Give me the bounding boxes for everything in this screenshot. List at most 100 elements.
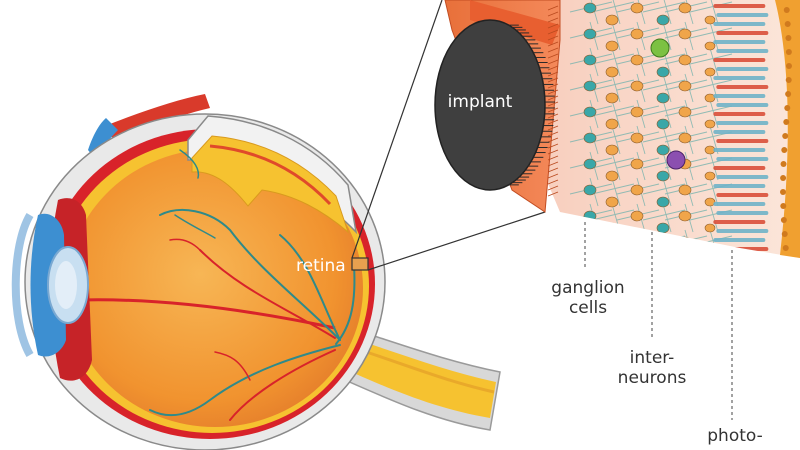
- neuron-cell: [656, 222, 670, 234]
- neuron-cell: [704, 67, 716, 77]
- neuron-cell: [678, 2, 692, 14]
- neuron-cell: [656, 196, 670, 208]
- neuron-cell: [656, 14, 670, 26]
- neuron-cell: [583, 80, 597, 92]
- neuron-cell: [678, 210, 692, 222]
- neuron-cell: [630, 28, 644, 40]
- neuron-cell: [605, 92, 619, 104]
- highlight-cell-green: [650, 38, 670, 58]
- label-leaders: [584, 222, 733, 420]
- neuron-cell: [656, 66, 670, 78]
- neuron-cell: [704, 171, 716, 181]
- photoreceptor-rod: [713, 184, 766, 188]
- neuron-cell: [583, 132, 597, 144]
- photoreceptor-rod: [716, 103, 769, 107]
- neuron-cell: [630, 158, 644, 170]
- neuron-cell: [704, 15, 716, 25]
- photoreceptor-rod: [716, 67, 769, 71]
- photoreceptor-rod: [716, 247, 769, 251]
- neuron-cell: [630, 210, 644, 222]
- label-ganglion-line1: ganglion: [551, 278, 625, 298]
- neuron-cell: [605, 248, 619, 258]
- neuron-cell: [605, 14, 619, 26]
- neuron-cell: [605, 40, 619, 52]
- photoreceptor-rod: [716, 121, 769, 125]
- neuron-cell: [678, 132, 692, 144]
- photoreceptor-rod: [716, 13, 769, 17]
- photoreceptor-rod: [713, 76, 766, 80]
- neuron-cell: [656, 248, 670, 258]
- photoreceptor-rod: [716, 49, 769, 53]
- neuron-cell: [583, 158, 597, 170]
- neuron-cell: [656, 144, 670, 156]
- neuron-cell: [583, 210, 597, 222]
- neuron-cell: [630, 132, 644, 144]
- neuron-cell: [605, 144, 619, 156]
- photoreceptor-rod: [713, 202, 766, 206]
- label-ganglion-cells: ganglion cells: [548, 278, 628, 318]
- neuron-cell: [630, 106, 644, 118]
- neuron-cell: [678, 80, 692, 92]
- neuron-cell: [704, 41, 716, 51]
- neuron-cell: [583, 184, 597, 196]
- label-photo-line1: photo-: [707, 426, 763, 446]
- neuron-cell: [605, 222, 619, 234]
- neuron-cell: [583, 236, 597, 248]
- retina-flap: [191, 135, 350, 234]
- photoreceptor-rod: [713, 130, 766, 134]
- retinal-implant: [434, 0, 561, 213]
- photoreceptor-rod: [713, 220, 766, 224]
- zoom-lines: [351, 0, 546, 271]
- neuron-cell: [704, 119, 716, 129]
- neuron-cell: [630, 2, 644, 14]
- neuron-cell: [583, 106, 597, 118]
- label-photoreceptors: photo-: [700, 426, 770, 446]
- label-retina: retina: [296, 256, 346, 276]
- neuron-cell: [605, 170, 619, 182]
- neuron-cell: [605, 66, 619, 78]
- neuron-cell: [583, 28, 597, 40]
- eye-cross-section: [11, 94, 501, 450]
- neuron-cell: [583, 2, 597, 14]
- neuron-cell: [704, 249, 716, 258]
- label-implant: implant: [447, 92, 513, 112]
- neuron-cell: [656, 170, 670, 182]
- photoreceptor-rod: [713, 58, 766, 62]
- photoreceptor-rod: [716, 229, 769, 233]
- neuron-cell: [605, 196, 619, 208]
- photoreceptor-rod: [713, 148, 766, 152]
- photoreceptor-rod: [716, 85, 769, 89]
- photoreceptor-rod: [713, 112, 766, 116]
- neuron-cell: [630, 54, 644, 66]
- neuron-cell: [678, 236, 692, 248]
- photoreceptor-rod: [713, 94, 766, 98]
- photoreceptor-rod: [716, 175, 769, 179]
- neuron-cell: [656, 92, 670, 104]
- neuron-cell: [630, 80, 644, 92]
- label-interneurons: inter- neurons: [612, 348, 692, 388]
- blood-vessels: [149, 149, 356, 421]
- photoreceptor-rod: [713, 238, 766, 242]
- neuron-cell: [630, 236, 644, 248]
- neuron-cell: [656, 118, 670, 130]
- photoreceptor-rod: [713, 22, 766, 26]
- cornea: [11, 212, 34, 357]
- implant-disc: [434, 19, 546, 191]
- label-ganglion-line2: cells: [568, 298, 608, 318]
- highlight-cell-purple: [666, 150, 686, 170]
- neuron-cell: [678, 184, 692, 196]
- photoreceptor-rod: [713, 40, 766, 44]
- neuron-cell: [630, 184, 644, 196]
- photoreceptor-rod: [716, 193, 769, 197]
- neuron-cell: [704, 223, 716, 233]
- photoreceptor-rod: [713, 4, 766, 8]
- photoreceptor-rod: [716, 211, 769, 215]
- neuron-cell: [678, 54, 692, 66]
- neuron-cell: [583, 54, 597, 66]
- neuron-cell: [704, 93, 716, 103]
- photoreceptor-rod: [713, 166, 766, 170]
- pigment-layer: [775, 0, 800, 258]
- neuron-cell: [704, 197, 716, 207]
- label-inter-line1: inter-: [629, 348, 675, 368]
